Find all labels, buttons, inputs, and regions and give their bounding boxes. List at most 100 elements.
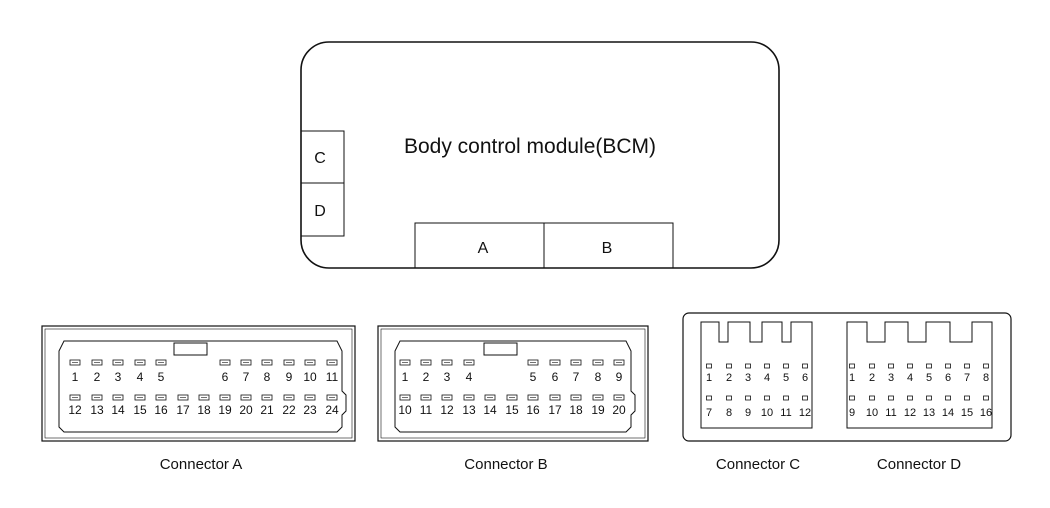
connector-b-pin-slot [463, 359, 475, 366]
connector-a-pin-label: 10 [303, 370, 317, 384]
connector-c-pin-slot [726, 395, 732, 401]
connector-a-pin-slot [219, 394, 231, 401]
bcm-port-d-label: D [314, 203, 326, 220]
connector-a-pin-6: 6 [219, 359, 231, 384]
connector-a-pin-22: 22 [282, 394, 296, 417]
connector-b-caption: Connector B [464, 456, 547, 473]
connector-b-pin-11: 11 [420, 394, 433, 417]
connector-c-pin-label: 3 [745, 372, 751, 384]
connector-b-pin-19: 19 [591, 394, 605, 417]
connector-c-caption: Connector C [716, 456, 800, 473]
connector-d-pin-15: 15 [961, 395, 973, 419]
connector-a-pin-slot [304, 359, 316, 366]
connector-a-pin-label: 13 [90, 403, 104, 417]
connector-d-pin-label: 16 [980, 407, 992, 419]
connector-a-pin-20: 20 [239, 394, 253, 417]
connector-d-pin-label: 11 [885, 407, 896, 419]
connector-b-pin-label: 16 [526, 403, 540, 417]
connector-b-pin-label: 1 [402, 370, 409, 384]
connector-b-pin-slot [549, 359, 561, 366]
connector-d-pin-9: 9 [849, 395, 855, 419]
connector-a-pin-slot [219, 359, 231, 366]
connector-c-pin-slot [802, 395, 808, 401]
connector-c-pin-7: 7 [706, 395, 712, 419]
bcm-module: Body control module(BCM) C D A B [300, 41, 780, 269]
bcm-title: Body control module(BCM) [404, 135, 656, 158]
connector-c-pin-label: 12 [799, 407, 811, 419]
connector-c-pin-slot [726, 363, 732, 369]
connector-d-pin-16: 16 [980, 395, 992, 419]
connector-a-pin-label: 17 [176, 403, 190, 417]
connector-a-pin-slot [304, 394, 316, 401]
connector-d-pin-2: 2 [869, 363, 875, 384]
connector-c-pin-slot [706, 363, 712, 369]
connector-c-pin-9: 9 [745, 395, 751, 419]
connector-d-pin-label: 10 [866, 407, 878, 419]
connector-d-pin-label: 1 [849, 372, 855, 384]
connector-d-pin-label: 4 [907, 372, 913, 384]
connector-b-pin-label: 12 [440, 403, 454, 417]
connector-b-pin-slot [420, 394, 432, 401]
bcm-port-b-label: B [602, 240, 613, 257]
connector-b-latch [483, 342, 518, 356]
connector-b-pin-slot [463, 394, 475, 401]
connector-d-pin-slot [869, 395, 875, 401]
connector-a-pin-slot [134, 394, 146, 401]
connector-a-pin-slot [112, 394, 124, 401]
connector-d-pin-slot [888, 395, 894, 401]
connector-d-pin-label: 3 [888, 372, 894, 384]
connector-a-pin-slot [326, 359, 338, 366]
connector-c-pin-8: 8 [726, 395, 732, 419]
connector-d-pin-8: 8 [983, 363, 989, 384]
connector-c-pin-label: 6 [802, 372, 808, 384]
connector-a-pin-slot [177, 394, 189, 401]
connector-a-pin-slot [240, 359, 252, 366]
connector-d-pin-slot [907, 395, 913, 401]
connector-b-pin-slot [484, 394, 496, 401]
connector-a-pin-slot [91, 394, 103, 401]
connector-a-pin-19: 19 [218, 394, 232, 417]
connector-d-pin-label: 14 [942, 407, 954, 419]
connector-d-pin-label: 12 [904, 407, 916, 419]
connector-c-pin-12: 12 [799, 395, 811, 419]
connector-c-pin-label: 7 [706, 407, 712, 419]
connector-d-pin-slot [964, 395, 970, 401]
connector-b-pin-6: 6 [549, 359, 561, 384]
connector-a-pin-18: 18 [197, 394, 211, 417]
connector-b-pin-label: 4 [466, 370, 473, 384]
connector-b-pin-label: 2 [423, 370, 430, 384]
connector-a-pin-9: 9 [283, 359, 295, 384]
connector-a-pin-4: 4 [134, 359, 146, 384]
connector-d-pin-label: 15 [961, 407, 973, 419]
connector-d-pin-slot [964, 363, 970, 369]
connector-c-pin-slot [764, 395, 770, 401]
connector-c-pin-3: 3 [745, 363, 751, 384]
connector-a-pin-label: 6 [222, 370, 229, 384]
connector-b-pin-slot [592, 394, 604, 401]
connector-b-pin-16: 16 [526, 394, 540, 417]
connector-d-caption: Connector D [877, 456, 961, 473]
connector-b-pin-label: 14 [483, 403, 497, 417]
connector-c-pin-2: 2 [726, 363, 732, 384]
connector-a-pin-label: 9 [286, 370, 293, 384]
connector-d-pin-slot [926, 363, 932, 369]
connector-b-pin-9: 9 [613, 359, 625, 384]
connector-a-pin-slot [261, 359, 273, 366]
connector-a-pin-label: 5 [158, 370, 165, 384]
connector-c-pin-slot [745, 363, 751, 369]
connector-b-pin-12: 12 [440, 394, 454, 417]
connector-b-pin-slot [570, 359, 582, 366]
connector-a-pin-slot [283, 394, 295, 401]
connector-a-pin-21: 21 [260, 394, 274, 417]
connector-a-face [58, 340, 347, 433]
connector-a-caption: Connector A [160, 456, 243, 473]
connector-a-pin-3: 3 [112, 359, 124, 384]
connector-a-pin-label: 20 [239, 403, 253, 417]
connector-b-pin-slot [549, 394, 561, 401]
connector-c-pin-10: 10 [761, 395, 773, 419]
connector-d-pin-label: 13 [923, 407, 935, 419]
connector-b-pin-label: 19 [591, 403, 605, 417]
